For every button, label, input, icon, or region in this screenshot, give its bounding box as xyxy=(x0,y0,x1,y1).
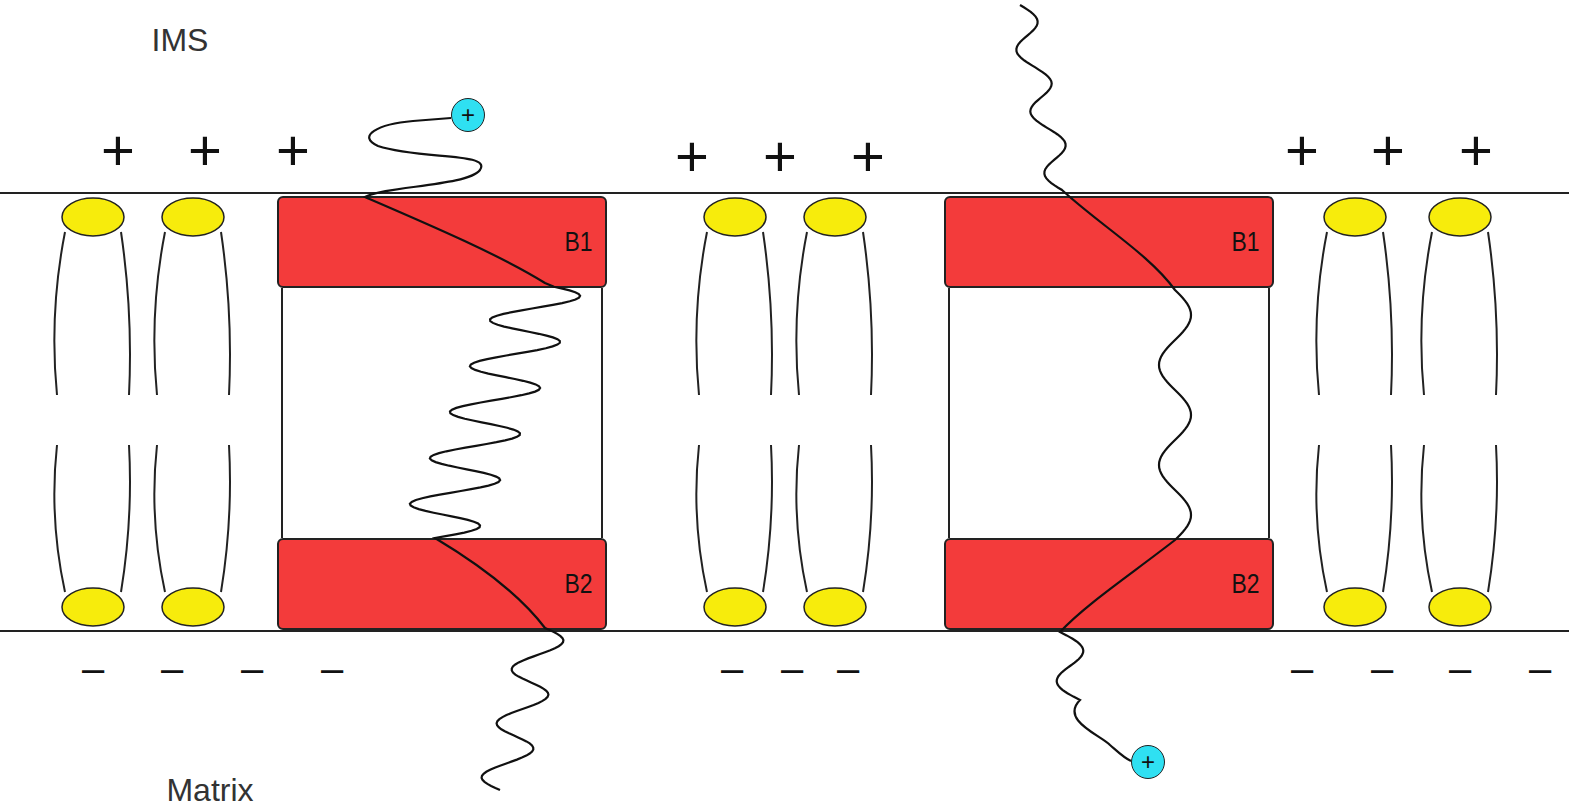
lipid-tail xyxy=(1316,445,1327,592)
block-label: B2 xyxy=(564,569,592,600)
charge-sign: + xyxy=(1141,748,1155,776)
lipid-head xyxy=(1324,198,1386,236)
lipid-tail xyxy=(1421,445,1432,592)
charge-sign: – xyxy=(1291,648,1313,688)
lipid-tail xyxy=(1488,232,1497,395)
block-label: B1 xyxy=(564,227,592,258)
lipid-tail xyxy=(54,232,65,395)
lipid-head xyxy=(1429,198,1491,236)
lipid-tail xyxy=(221,232,230,395)
lipid-tail xyxy=(696,445,707,592)
lipid-tail xyxy=(121,445,130,592)
lipid-tail xyxy=(1316,232,1327,395)
charge-sign: + xyxy=(763,127,797,185)
charge-circle: + xyxy=(1131,745,1165,779)
charge-sign: + xyxy=(1459,121,1493,179)
charge-sign: – xyxy=(321,648,343,688)
charge-sign: – xyxy=(161,648,183,688)
charge-sign: + xyxy=(675,127,709,185)
membrane-surface xyxy=(0,192,1569,194)
lipid-tail xyxy=(1383,232,1392,395)
lipid-head xyxy=(1324,588,1386,626)
lipid-tail xyxy=(154,232,165,395)
block-label: B2 xyxy=(1231,569,1259,600)
charge-circle: + xyxy=(451,98,485,132)
lipid-head xyxy=(804,588,866,626)
membrane-surface xyxy=(0,630,1569,632)
lipid-head xyxy=(704,198,766,236)
block-label: B1 xyxy=(1231,227,1259,258)
lipid-tail xyxy=(54,445,65,592)
region-label: IMS xyxy=(152,24,209,56)
charge-sign: + xyxy=(1285,121,1319,179)
charge-sign: – xyxy=(1371,648,1393,688)
polypeptide-chain xyxy=(1016,5,1191,761)
protein-block: B1 xyxy=(277,196,607,288)
charge-sign: – xyxy=(721,648,743,688)
lipid-head xyxy=(704,588,766,626)
lipid-tail xyxy=(154,445,165,592)
protein-block: B2 xyxy=(277,538,607,630)
protein-block: B2 xyxy=(944,538,1274,630)
charge-sign: – xyxy=(82,648,104,688)
lipid-tail xyxy=(796,232,807,395)
channel-walls xyxy=(282,288,1269,538)
lipid-tail xyxy=(1421,232,1432,395)
lipid-head xyxy=(62,198,124,236)
lipid-tail xyxy=(1383,445,1392,592)
charge-sign: + xyxy=(101,121,135,179)
lipid-head xyxy=(804,198,866,236)
region-label: Matrix xyxy=(166,774,253,806)
charge-sign: + xyxy=(1371,121,1405,179)
charge-sign: + xyxy=(851,127,885,185)
charge-sign: + xyxy=(276,121,310,179)
lipid-tail xyxy=(763,232,772,395)
charge-sign: + xyxy=(188,121,222,179)
lipid-head xyxy=(162,588,224,626)
lipid-tail xyxy=(796,445,807,592)
lipid-layer xyxy=(54,198,1497,626)
polypeptide-chain xyxy=(365,118,580,790)
protein-block: B1 xyxy=(944,196,1274,288)
lipid-tail xyxy=(121,232,130,395)
lipid-tail xyxy=(221,445,230,592)
lipid-head xyxy=(62,588,124,626)
charge-sign: – xyxy=(837,648,859,688)
lipid-tail xyxy=(863,445,872,592)
lipid-tail xyxy=(696,232,707,395)
charge-sign: – xyxy=(781,648,803,688)
charge-sign: + xyxy=(461,101,475,129)
charge-sign: – xyxy=(241,648,263,688)
lipid-tail xyxy=(763,445,772,592)
lipid-tail xyxy=(1488,445,1497,592)
charge-sign: – xyxy=(1529,648,1551,688)
charge-sign: – xyxy=(1449,648,1471,688)
lipid-tail xyxy=(863,232,872,395)
lipid-head xyxy=(1429,588,1491,626)
lipid-head xyxy=(162,198,224,236)
